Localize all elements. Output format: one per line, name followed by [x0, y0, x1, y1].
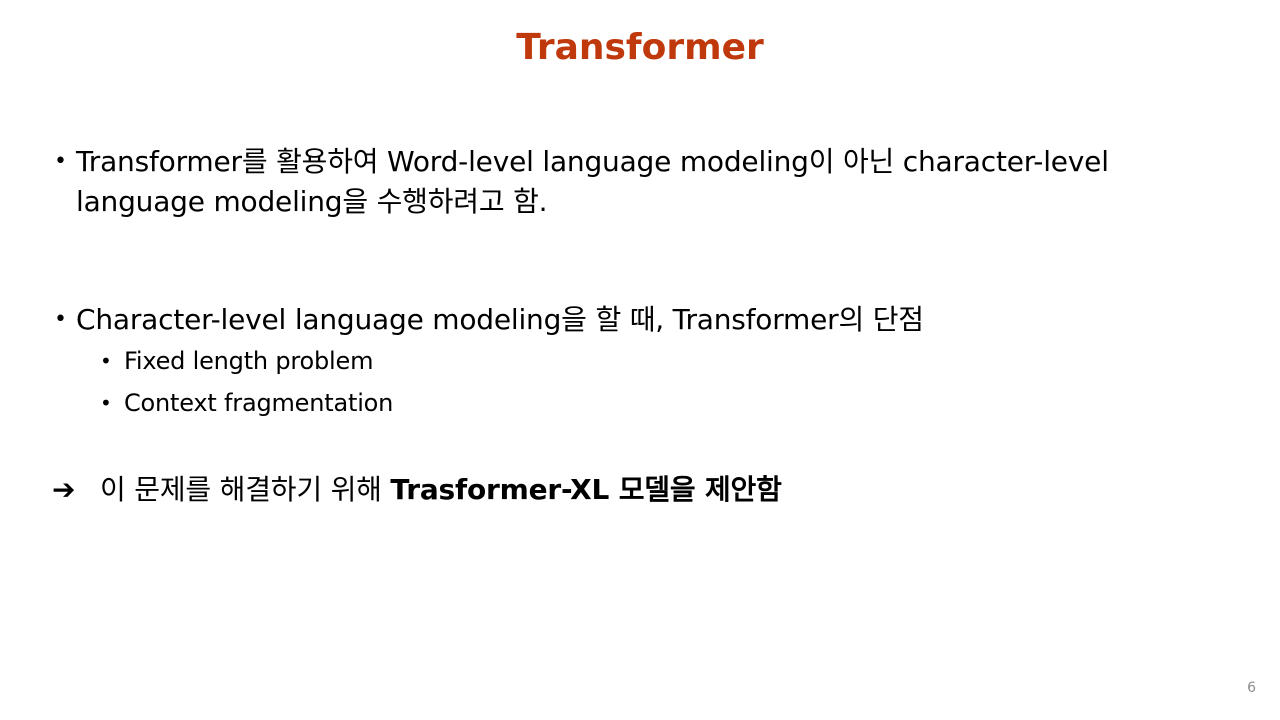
bullet-text: Transformer를 활용하여 Word-level language mo… [76, 145, 1109, 218]
bullet-item-1: • Transformer를 활용하여 Word-level language … [52, 142, 1222, 222]
sub-bullet-text: Fixed length problem [124, 347, 374, 375]
sub-bullet-item-1: • Fixed length problem [52, 340, 1222, 382]
conclusion-emphasis: Trasformer-XL 모델을 제안함 [390, 473, 782, 506]
bullet-dot-icon: • [54, 149, 67, 174]
bullet-dot-icon: • [100, 349, 112, 373]
sub-bullet-text: Context fragmentation [124, 389, 394, 417]
conclusion-prefix: 이 문제를 해결하기 위해 [100, 473, 391, 506]
slide-title: Transformer [516, 27, 764, 68]
page-number: 6 [1247, 680, 1256, 696]
conclusion-line: ➔ 이 문제를 해결하기 위해 Trasformer-XL 모델을 제안함 [52, 470, 1222, 510]
sub-bullet-item-2: • Context fragmentation [52, 382, 1222, 424]
bullet-dot-icon: • [100, 391, 112, 415]
bullet-dot-icon: • [54, 307, 67, 332]
arrow-right-icon: ➔ [52, 473, 76, 506]
bullet-text: Character-level language modeling을 할 때, … [76, 303, 924, 336]
bullet-item-2: • Character-level language modeling을 할 때… [52, 300, 1222, 340]
slide-content: • Transformer를 활용하여 Word-level language … [52, 142, 1222, 510]
